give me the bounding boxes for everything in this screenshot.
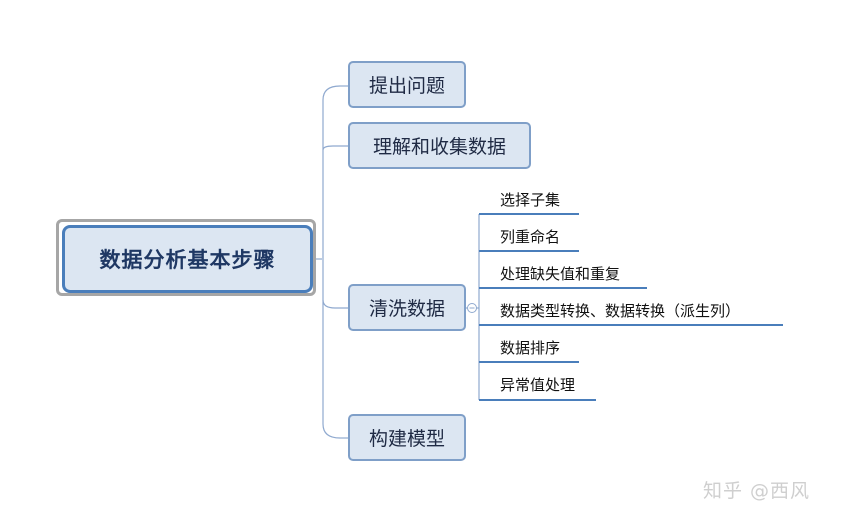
- leaf-node-label: 数据排序: [500, 339, 561, 357]
- leaf-node-label: 处理缺失值和重复: [500, 265, 621, 283]
- watermark: 知乎 @西风: [703, 480, 811, 502]
- branch-node-label: 理解和收集数据: [372, 136, 506, 158]
- leaf-node-sort-data[interactable]: 数据排序: [500, 338, 560, 358]
- leaf-node-outliers[interactable]: 异常值处理: [500, 375, 575, 395]
- root-node-label: 数据分析基本步骤: [99, 248, 276, 272]
- leaf-node-rename-columns[interactable]: 列重命名: [500, 227, 560, 247]
- branch-node-label: 清洗数据: [368, 298, 445, 320]
- branch-node-understand-collect-data[interactable]: 理解和收集数据: [348, 122, 531, 169]
- leaf-node-label: 异常值处理: [500, 376, 576, 394]
- leaf-node-type-conversion[interactable]: 数据类型转换、数据转换（派生列）: [500, 301, 740, 321]
- leaf-node-label: 列重命名: [500, 228, 561, 246]
- leaf-node-label: 选择子集: [500, 191, 561, 209]
- leaf-node-label: 数据类型转换、数据转换（派生列）: [500, 302, 741, 320]
- branch-node-ask-question[interactable]: 提出问题: [348, 61, 466, 108]
- leaf-node-select-subset[interactable]: 选择子集: [500, 190, 560, 210]
- branch-node-label: 构建模型: [368, 428, 445, 450]
- root-node[interactable]: 数据分析基本步骤: [62, 225, 313, 293]
- branch-node-label: 提出问题: [368, 75, 445, 97]
- branch-node-build-model[interactable]: 构建模型: [348, 414, 466, 461]
- leaf-node-missing-duplicates[interactable]: 处理缺失值和重复: [500, 264, 620, 284]
- branch-node-clean-data[interactable]: 清洗数据: [348, 284, 466, 331]
